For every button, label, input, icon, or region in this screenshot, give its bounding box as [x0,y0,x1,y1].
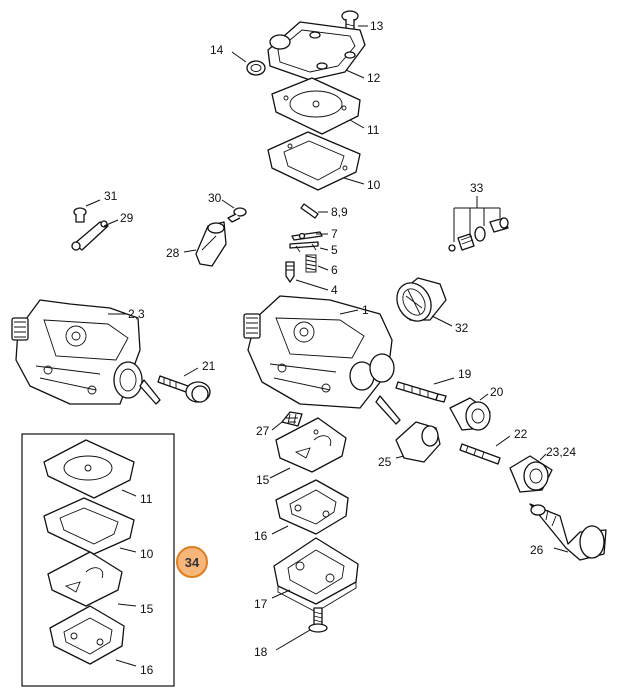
spring-6[interactable] [305,254,317,273]
carburetor-body-2-3[interactable] [11,299,161,405]
callout-16: 16 [254,529,268,543]
lever-29[interactable] [71,220,109,251]
callout-13: 13 [370,19,384,33]
callout-4: 4 [331,283,338,297]
screw-18[interactable] [308,607,328,633]
seal-set-33[interactable] [448,217,509,252]
gasket-16[interactable] [275,479,349,535]
callout-7: 7 [331,227,338,241]
callout-22: 22 [514,427,528,441]
callout-5: 5 [331,243,338,257]
callout-27: 27 [256,424,270,438]
callout-29: 29 [120,211,134,225]
clip-5[interactable] [289,241,319,253]
callout-23-24: 23,24 [546,445,576,459]
screen-27[interactable] [281,411,303,427]
carburetor-body-1[interactable] [243,295,401,425]
callout-2-3: 2,3 [128,307,145,321]
callout-30: 30 [208,191,222,205]
kit-gasket-16[interactable] [49,605,125,665]
limiter-cap-23-24[interactable] [509,455,553,493]
kit-highlight-34[interactable]: 34 [176,546,208,578]
metering-cover-17[interactable] [273,537,359,613]
metering-diaphragm-15[interactable] [275,417,347,473]
needle-4[interactable] [285,261,295,283]
pump-cover-12[interactable] [267,21,366,81]
callout-15: 15 [256,473,270,487]
callout-18: 18 [254,645,268,659]
lever-25[interactable] [395,421,441,463]
callout-14: 14 [210,43,224,57]
throttle-lever-28[interactable] [195,221,227,267]
callout-12: 12 [367,71,381,85]
callout-25: 25 [378,455,392,469]
callout-19: 19 [458,367,472,381]
kit-diaphragm-11[interactable] [43,439,135,499]
adjust-screw-19[interactable] [395,381,447,403]
gasket-10[interactable] [267,131,361,191]
kit-callout-16: 16 [140,663,154,677]
limiter-cap-20[interactable] [449,397,491,431]
kit-label-34: 34 [185,555,200,570]
kit-diaphragm-15[interactable] [47,551,123,607]
screw-30[interactable] [227,207,247,223]
callout-20: 20 [490,385,504,399]
primer-26[interactable] [529,503,607,561]
arm-7[interactable] [291,231,323,241]
diaphragm-11[interactable] [271,77,361,135]
callout-31: 31 [104,189,118,203]
air-filter-32[interactable] [390,277,447,328]
adjust-screw-22[interactable] [459,443,501,465]
pin-8-9[interactable] [300,203,319,219]
o-ring-14[interactable] [246,60,266,76]
screw-31[interactable] [73,207,87,223]
callout-11: 11 [367,123,380,137]
callout-28: 28 [166,246,180,260]
kit-callout-15: 15 [140,602,154,616]
kit-callout-10: 10 [140,547,154,561]
kit-gasket-10[interactable] [43,497,135,555]
callout-21: 21 [202,359,216,373]
callout-10: 10 [367,178,381,192]
callout-33: 33 [470,181,484,195]
kit-box-34 [21,433,175,687]
callout-26: 26 [530,543,544,557]
callout-6: 6 [331,263,338,277]
callout-8-9: 8,9 [331,205,348,219]
callout-17: 17 [254,597,268,611]
adjust-screw-21[interactable] [157,375,211,403]
callout-1: 1 [362,303,369,317]
callout-32: 32 [455,321,469,335]
kit-callout-11: 11 [140,492,153,506]
